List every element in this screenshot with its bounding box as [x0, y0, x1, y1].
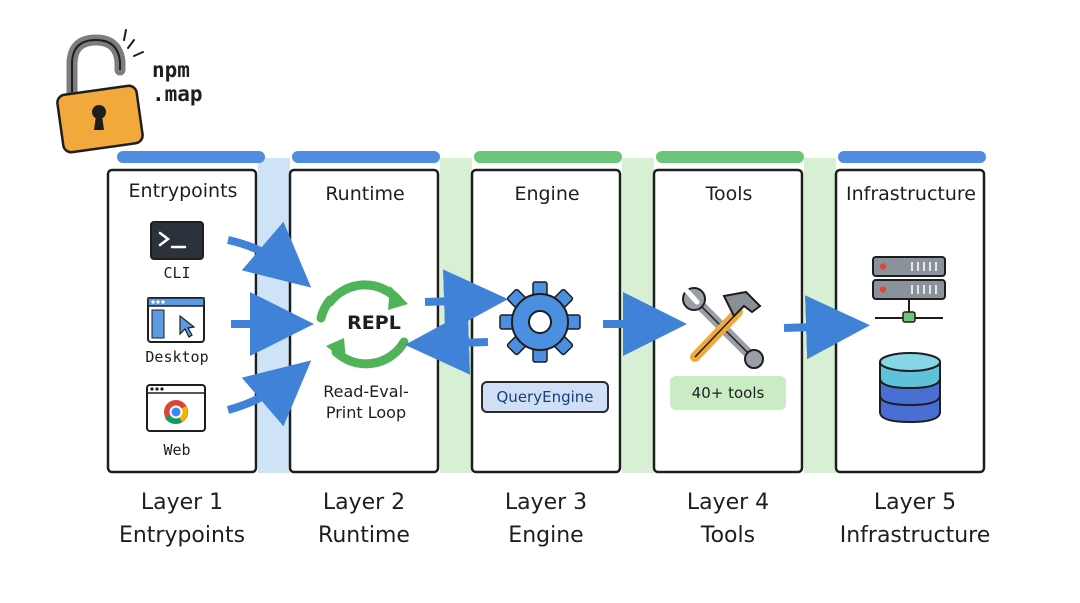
- padlock-icon: [56, 29, 144, 154]
- panel-5-top-bar: [838, 151, 986, 163]
- band-bg-2: [440, 158, 472, 473]
- desktop-label: Desktop: [145, 348, 209, 366]
- database-icon: [879, 352, 941, 424]
- layer-1-name: Entrypoints: [118, 523, 246, 548]
- brand-line-1: npm: [152, 58, 190, 82]
- band-bg-1: [258, 158, 290, 473]
- arrow-tools-to-infra: [783, 295, 870, 360]
- band-bg-4: [804, 158, 836, 473]
- brand-wordmark: npm .map: [152, 58, 203, 106]
- layer-5-number: Layer 5: [873, 490, 957, 515]
- layer-5-name: Infrastructure: [839, 523, 991, 548]
- panel-4-top-bar: [656, 151, 804, 163]
- repl-caption-line-1: Read-Eval-: [323, 382, 409, 401]
- wrench-hammer-icon: [682, 287, 764, 369]
- panel-4-title: Tools: [705, 183, 753, 205]
- web-label: Web: [163, 441, 191, 459]
- repl-caption: Read-Eval- Print Loop: [296, 381, 436, 423]
- terminal-icon: [150, 221, 204, 260]
- arrows-entry-to-runtime: [226, 221, 314, 427]
- query-engine-pill: QueryEngine: [481, 381, 609, 413]
- layer-3-number: Layer 3: [504, 490, 588, 515]
- panel-1-title: Entrypoints: [128, 180, 238, 202]
- layer-1-number: Layer 1: [140, 490, 224, 515]
- layer-2-name: Runtime: [318, 523, 410, 548]
- panel-1-top-bar: [117, 151, 265, 163]
- repl-caption-line-2: Print Loop: [325, 403, 407, 422]
- layer-3-caption: Layer 3 Engine: [446, 486, 646, 552]
- panel-2-title: Runtime: [325, 183, 405, 205]
- repl-label: REPL: [347, 312, 401, 334]
- layer-4-name: Tools: [700, 523, 756, 548]
- layer-4-number: Layer 4: [686, 490, 770, 515]
- panel-2-top-bar: [292, 151, 440, 163]
- desktop-window-icon: [147, 297, 205, 343]
- tools-count-pill: 40+ tools: [670, 376, 786, 410]
- panel-5-title: Infrastructure: [845, 183, 976, 205]
- layer-5-caption: Layer 5 Infrastructure: [815, 486, 1015, 552]
- refresh-cycle-icon: [316, 280, 409, 369]
- layer-4-caption: Layer 4 Tools: [628, 486, 828, 552]
- layer-2-number: Layer 2: [322, 490, 406, 515]
- browser-icon: [146, 384, 206, 432]
- panel-3-title: Engine: [514, 183, 580, 205]
- server-rack-icon: [872, 256, 946, 323]
- cli-label: CLI: [163, 264, 191, 282]
- layer-2-caption: Layer 2 Runtime: [264, 486, 464, 552]
- brand-line-2: .map: [152, 82, 203, 106]
- gear-icon: [499, 281, 581, 363]
- layer-1-caption: Layer 1 Entrypoints: [82, 486, 282, 552]
- band-bg-3: [622, 158, 654, 473]
- layer-3-name: Engine: [508, 523, 584, 548]
- panel-3-top-bar: [474, 151, 622, 163]
- arrows-runtime-engine: [405, 269, 508, 375]
